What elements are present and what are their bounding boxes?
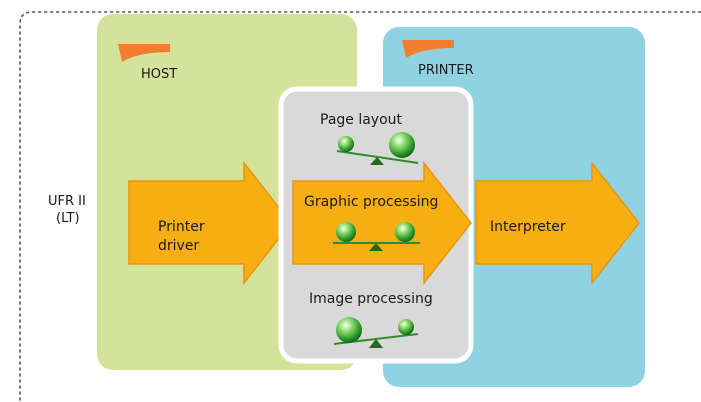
graphic-processing-label: Graphic processing: [304, 194, 438, 210]
heavy-weight-ball-icon: [336, 317, 362, 343]
outer-dotted-frame: [19, 11, 701, 401]
ufr-label-line2: (LT): [56, 211, 80, 226]
equal-weight-ball-icon: [395, 222, 415, 242]
image-processing-balance-icon: [333, 317, 419, 348]
light-weight-ball-icon: [398, 319, 414, 335]
page-layout-label: Page layout: [320, 112, 403, 128]
heavy-weight-ball-icon: [389, 132, 415, 158]
host-label: HOST: [141, 67, 177, 82]
graphic-processing-balance-icon: [333, 222, 420, 251]
interpreter-arrow: [475, 160, 640, 286]
ufr-label-line1: UFR II: [48, 194, 86, 209]
page-layout-balance-icon: [336, 132, 419, 165]
printer-label: PRINTER: [418, 63, 474, 78]
interpreter-label: Interpreter: [490, 219, 566, 235]
printer-driver-arrow: [128, 160, 292, 286]
equal-weight-ball-icon: [336, 222, 356, 242]
graphic-processing-arrow: [292, 160, 472, 286]
printer-driver-label-line1: Printer: [158, 219, 205, 235]
host-flag-icon: [118, 44, 170, 62]
printer-driver-label-line2: driver: [158, 238, 199, 254]
printer-flag-icon: [402, 40, 454, 58]
light-weight-ball-icon: [338, 136, 354, 152]
image-processing-label: Image processing: [309, 291, 433, 307]
